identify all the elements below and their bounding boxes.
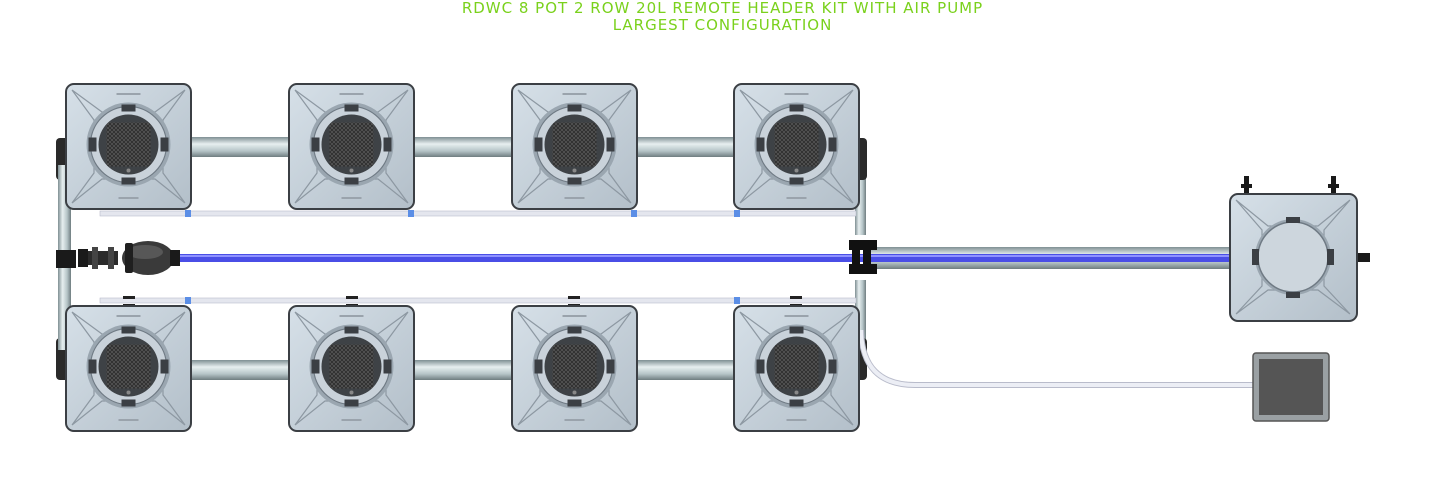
- air-pump: [1252, 352, 1330, 422]
- air-line-to-pump-core: [859, 329, 1255, 387]
- air-line-bottom: [99, 297, 857, 304]
- pipe-bottom-2-3: [413, 360, 515, 380]
- pot-bottom-4: [733, 305, 860, 432]
- water-pump-inline: [78, 241, 180, 275]
- pipe-top-3-4: [636, 137, 738, 157]
- pot-bottom-2: [288, 305, 415, 432]
- pot-bottom-3: [511, 305, 638, 432]
- pipe-bottom-1-2: [190, 360, 292, 380]
- pot-top-3: [511, 83, 638, 210]
- water-return-line: [170, 254, 1232, 262]
- left-tee-fitting: [56, 250, 76, 268]
- pot-top-2: [288, 83, 415, 210]
- pot-top-4: [733, 83, 860, 210]
- right-riser-pipe-bottom: [855, 280, 866, 345]
- header-tank: [1229, 176, 1370, 322]
- pot-bottom-1: [65, 305, 192, 432]
- diagram-title: RDWC 8 POT 2 ROW 20L REMOTE HEADER KIT W…: [0, 0, 1445, 34]
- air-line-connectors: [185, 210, 740, 304]
- pipe-top-2-3: [413, 137, 515, 157]
- pipe-bottom-3-4: [636, 360, 738, 380]
- junction-fittings: [849, 240, 877, 274]
- title-line-2: LARGEST CONFIGURATION: [612, 16, 833, 34]
- water-return-line-highlight: [170, 255, 1232, 257]
- pipe-top-1-2: [190, 137, 292, 157]
- grow-pots: [65, 83, 860, 432]
- air-line-top: [99, 210, 857, 217]
- right-riser-pipe-top: [855, 165, 866, 235]
- pot-top-1: [65, 83, 192, 210]
- air-line-to-pump: [858, 329, 1255, 388]
- title-line-1: RDWC 8 POT 2 ROW 20L REMOTE HEADER KIT W…: [461, 0, 984, 17]
